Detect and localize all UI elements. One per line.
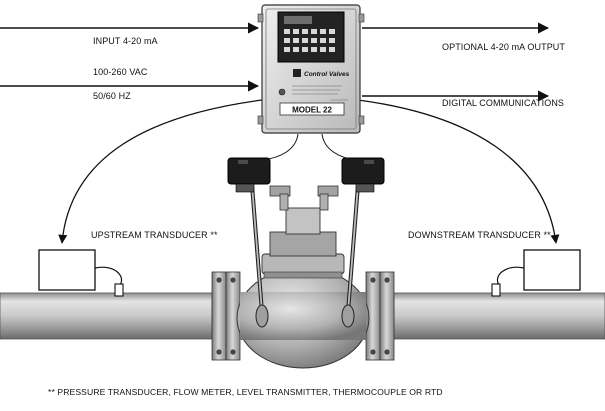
- solenoid-right-icon: [341, 157, 385, 193]
- upstream-signal-curve: [58, 99, 263, 244]
- pilot-tube-left-inner: [251, 184, 263, 313]
- optional-output-label: OPTIONAL 4-20 mA OUTPUT: [442, 42, 565, 52]
- solenoid-cable-right: [321, 133, 357, 161]
- flange-left: [211, 271, 241, 361]
- display-window: [284, 16, 312, 24]
- power-frequency-label: 50/60 HZ: [93, 91, 131, 101]
- status-led-icon: [278, 88, 286, 96]
- pilot-fitting-right: [341, 304, 355, 328]
- downstream-transducer-label: DOWNSTREAM TRANSDUCER **: [408, 230, 551, 240]
- controller-model: MODEL 22: [292, 106, 332, 115]
- keypad-buttons: [284, 29, 335, 52]
- downstream-transducer-icon: [491, 249, 581, 297]
- pilot-fitting-left: [255, 304, 269, 328]
- upstream-transducer-label: UPSTREAM TRANSDUCER **: [91, 230, 218, 240]
- digital-comms-label: DIGITAL COMMUNICATIONS: [442, 98, 565, 108]
- keypad-panel: [277, 11, 345, 63]
- flange-right: [365, 271, 395, 361]
- brand-logo-icon: [293, 69, 301, 77]
- pilot-tube-right-inner: [347, 184, 359, 313]
- pipe-left: [0, 292, 213, 340]
- downstream-signal-curve: [357, 99, 560, 244]
- input-signal-label: INPUT 4-20 mA: [93, 36, 158, 46]
- pipe-right: [393, 292, 605, 340]
- controller-brand: Control Valves: [304, 71, 350, 78]
- upstream-transducer-icon: [38, 249, 124, 297]
- controller-unit: Control Valves MODEL 22: [257, 4, 365, 134]
- solenoid-left-icon: [227, 157, 271, 193]
- footnote-text: ** PRESSURE TRANSDUCER, FLOW METER, LEVE…: [48, 387, 443, 397]
- valve-body: [236, 207, 370, 369]
- power-voltage-label: 100-260 VAC: [93, 67, 148, 77]
- model-plate: [279, 102, 345, 116]
- solenoid-cable-left: [261, 133, 299, 161]
